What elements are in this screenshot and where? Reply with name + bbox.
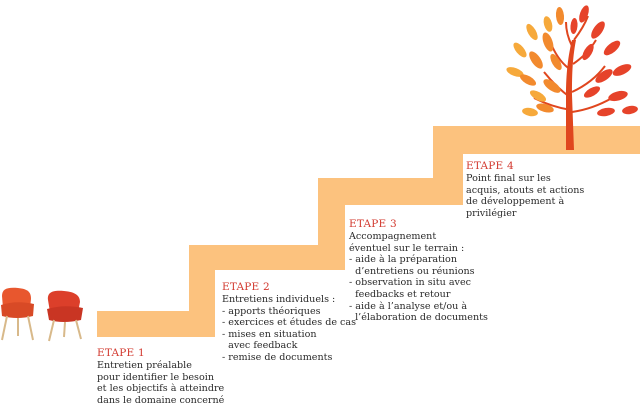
step-1: ETAPE 1 Entretien préalable pour identif… bbox=[97, 347, 224, 406]
step-4-line: Point final sur les bbox=[466, 173, 551, 184]
step-4-line: de développement à bbox=[466, 196, 565, 208]
step-3-line: - aide à l’analyse et/ou à bbox=[349, 300, 468, 312]
step-3-line: d’entretiens ou réunions bbox=[349, 265, 475, 277]
step-4-title: ETAPE 4 bbox=[466, 160, 514, 172]
step-3: ETAPE 3 Accompagnement éventuel sur le t… bbox=[349, 218, 488, 324]
step-4-line: privilégier bbox=[466, 207, 517, 219]
armchair-right-icon bbox=[47, 290, 83, 342]
staircase bbox=[97, 126, 640, 337]
step-3-line: feedbacks et retour bbox=[349, 288, 451, 300]
step-3-line: - aide à la préparation bbox=[349, 254, 458, 266]
step-3-line: - observation in situ avec bbox=[349, 277, 472, 289]
step-3-line: l’élaboration de documents bbox=[349, 312, 488, 324]
step-2: ETAPE 2 Entretiens individuels : - appor… bbox=[222, 281, 356, 364]
step-3-line: Accompagnement bbox=[349, 231, 437, 242]
armchair-left-icon bbox=[1, 287, 34, 341]
tree-icon bbox=[506, 5, 638, 150]
step-2-line: - exercices et études de cas bbox=[222, 317, 357, 329]
step-1-line: pour identifier le besoin bbox=[97, 371, 214, 383]
step-2-line: - remise de documents bbox=[222, 351, 333, 363]
step-1-title: ETAPE 1 bbox=[97, 347, 145, 359]
step-2-line: Entretiens individuels : bbox=[222, 294, 336, 305]
step-3-line: éventuel sur le terrain : bbox=[349, 242, 465, 254]
step-1-line: et les objectifs à atteindre bbox=[97, 383, 225, 395]
step-1-line: dans le domaine concerné bbox=[97, 394, 225, 406]
step-3-title: ETAPE 3 bbox=[349, 218, 397, 230]
step-4-line: acquis, atouts et actions bbox=[466, 184, 585, 196]
step-2-line: - apports théoriques bbox=[222, 305, 321, 317]
step-2-line: - mises en situation bbox=[222, 328, 317, 340]
step-4: ETAPE 4 Point final sur les acquis, atou… bbox=[466, 160, 584, 219]
step-1-line: Entretien préalable bbox=[97, 360, 192, 371]
step-2-title: ETAPE 2 bbox=[222, 281, 270, 293]
step-2-line: avec feedback bbox=[222, 340, 298, 352]
